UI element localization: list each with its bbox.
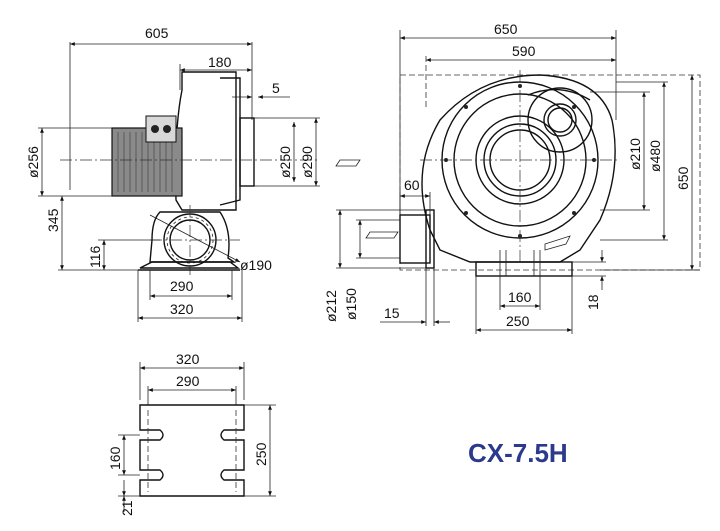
dim-inlet-diameter: ø190 — [240, 257, 272, 273]
dim-housing-width: 180 — [208, 54, 232, 70]
dim-overall-width: 650 — [494, 21, 518, 37]
dim-slot-pitch: 160 — [107, 446, 123, 470]
dim-motor-diameter: ø256 — [25, 146, 41, 178]
dim-base-inner: 290 — [170, 278, 194, 294]
dim-inlet-height: 116 — [87, 245, 103, 268]
motor-flange — [527, 87, 593, 153]
dim-outlet-outer: ø290 — [299, 146, 315, 178]
dim-center-height: 345 — [45, 208, 61, 232]
dim-body-width: 590 — [512, 43, 536, 59]
dim-overall-height: 650 — [675, 166, 691, 190]
dim-outlet-inner: ø250 — [277, 146, 293, 178]
dim-base-height: 18 — [585, 294, 601, 310]
dim-inlet-outer: ø212 — [323, 290, 339, 322]
base-view: 320 290 250 160 21 — [107, 351, 276, 516]
dim-base-view-depth: 250 — [253, 442, 269, 466]
terminal-box — [145, 115, 177, 143]
dim-housing-diameter: ø480 — [647, 140, 663, 172]
dim-base-view-outer: 320 — [176, 351, 200, 367]
dim-base-outer-front: 250 — [506, 313, 530, 329]
dim-outlet-offset: 5 — [272, 80, 280, 96]
base-plate — [139, 404, 245, 497]
dim-flange-thickness: 15 — [384, 305, 400, 321]
dim-inlet-inner: ø150 — [343, 288, 359, 320]
dim-base-outer: 320 — [170, 301, 194, 317]
dim-motor-flange: ø210 — [627, 138, 643, 170]
dim-base-inner-front: 160 — [508, 289, 532, 305]
dim-base-view-inner: 290 — [176, 373, 200, 389]
model-title: CX-7.5H — [468, 438, 568, 468]
dim-edge-offset: 21 — [119, 500, 135, 516]
dim-total-length: 605 — [145, 25, 169, 41]
front-view: 650 590 60 — [323, 21, 701, 334]
dim-outlet-length: 60 — [404, 177, 420, 193]
side-view: 605 180 5 ø256 — [25, 25, 320, 322]
